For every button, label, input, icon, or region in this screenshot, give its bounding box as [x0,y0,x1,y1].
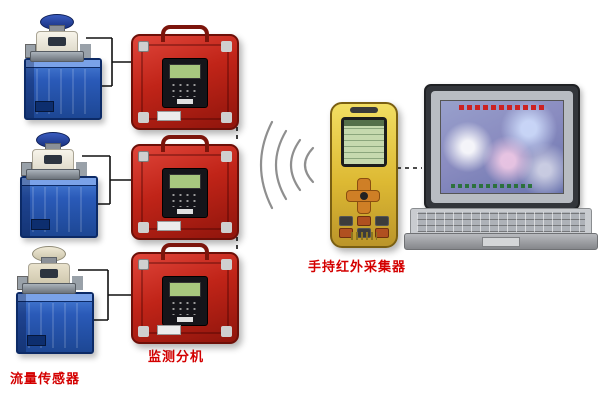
tank-3 [16,292,94,354]
panel-tag [177,317,193,322]
touchpad [482,237,520,247]
tank-side-shade [18,294,26,352]
key-button [339,216,353,226]
panel-screen [169,282,201,297]
tank-tag [27,335,46,346]
keyboard-keys [417,212,585,232]
tank-lip [18,294,92,302]
sensor-base [22,283,76,294]
sensor-display [40,269,58,278]
laptop-screen [424,84,580,210]
box-label-tag [157,221,181,231]
sensor-display [44,155,62,164]
flow-sensor-1 [25,14,86,62]
flow-sensor-3 [17,246,78,294]
box-handle [161,135,209,152]
tank-1 [24,58,102,120]
laptop-display [440,100,564,194]
flow-sensor-label: 流量传感器 [10,371,81,386]
key-button [357,216,371,226]
panel-screen [169,174,201,189]
corner-clasps [138,151,149,162]
monitor-box-3 [131,243,239,344]
handheld-label: 手持红外采集器 [308,259,407,274]
laptop-bezel [431,91,573,203]
sensor-base [26,169,80,180]
key-button [375,228,389,238]
tank-tag [35,101,54,112]
monitor-box-2 [131,135,239,240]
infrared-window [350,107,378,113]
handheld-screen-frame [341,117,387,167]
monitor-unit-label: 监测分机 [148,349,205,364]
box-handle [161,25,209,42]
screen-title-text [459,105,545,110]
panel-buttons [170,192,200,207]
flow-sensor-2 [21,132,82,180]
box-panel [162,168,208,218]
box-panel [162,58,208,108]
handheld-lcd [344,120,384,164]
panel-tag [177,99,193,104]
panel-screen [169,64,201,79]
corner-clasps [138,259,149,270]
screen-footer-text [451,184,535,188]
sensor-display [48,37,66,46]
wireless-waves-icon [259,120,315,210]
tank-side-shade [22,178,30,236]
panel-tag [177,209,193,214]
tank-tag [31,219,50,230]
panel-buttons [170,82,200,97]
button-row-1 [339,216,389,226]
box-inner-frame [141,262,229,334]
handheld-device [330,102,398,248]
box-label-tag [157,325,181,335]
laptop-keyboard [410,208,592,236]
tank-2 [20,176,98,238]
monitor-box-1 [131,25,239,130]
laptop-front-edge [404,233,598,250]
tank-lip [22,178,96,186]
panel-buttons [170,300,200,315]
box-label-tag [157,111,181,121]
tank-lip [26,60,100,68]
speaker-grill [351,232,377,240]
key-button [375,216,389,226]
tank-side-shade [26,60,34,118]
box-handle [161,243,209,260]
dpad-buttons [346,178,380,214]
box-inner-frame [141,154,229,230]
sensor-base [30,51,84,62]
box-panel [162,276,208,326]
corner-clasps [138,41,149,52]
box-inner-frame [141,44,229,120]
